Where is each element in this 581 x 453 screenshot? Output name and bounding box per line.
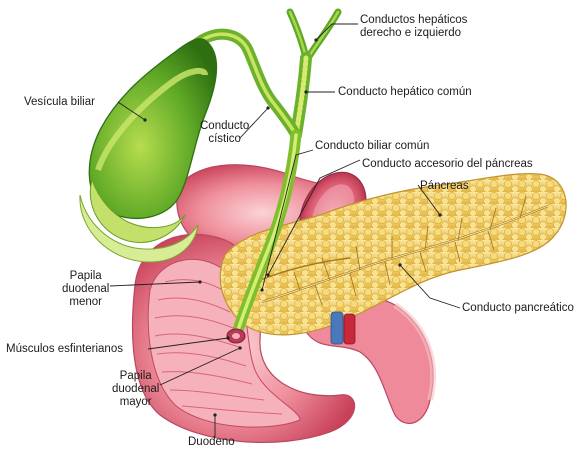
label-common-bile-duct: Conducto biliar común <box>315 140 429 153</box>
label-sphincter-muscles: Músculos esfinterianos <box>6 343 123 356</box>
label-pancreatic-duct: Conducto pancreático <box>462 302 574 315</box>
label-pancreas: Páncreas <box>420 180 469 193</box>
label-common-hepatic-duct: Conducto hepático común <box>338 86 472 99</box>
label-hepatic-ducts: Conductos hepáticos derecho e izquierdo <box>360 14 467 40</box>
label-major-duodenal-papilla: Papila duodenal mayor <box>112 370 159 409</box>
label-minor-duodenal-papilla: Papila duodenal menor <box>62 270 109 309</box>
label-duodenum: Duodeno <box>188 436 235 449</box>
label-cystic-duct: Conducto cístico <box>200 120 249 146</box>
label-accessory-pancreatic-duct: Conducto accesorio del páncreas <box>362 158 533 171</box>
label-gallbladder: Vesícula biliar <box>24 96 95 109</box>
